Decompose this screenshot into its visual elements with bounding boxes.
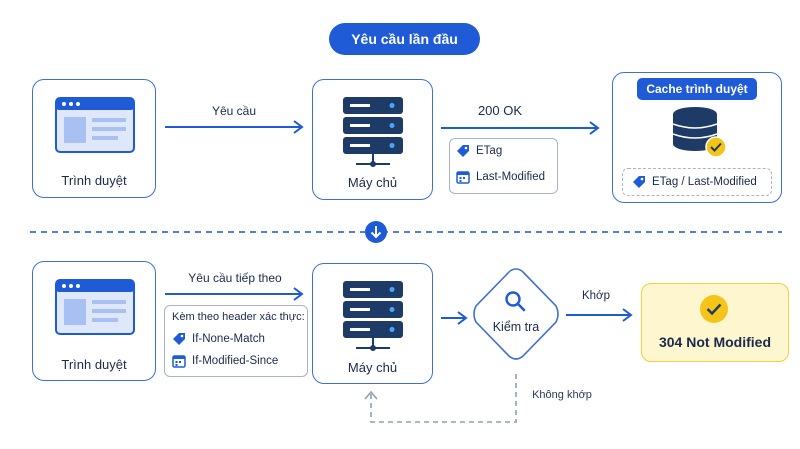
match-arrow <box>566 308 633 322</box>
browser-window-icon <box>55 279 135 335</box>
validation-headers-box <box>164 305 308 377</box>
next-request-label: Yêu cầu tiếp theo <box>188 271 282 285</box>
if-none-match-label: If-None-Match <box>192 333 265 345</box>
calendar-icon <box>172 355 186 368</box>
match-label: Khớp <box>581 290 610 302</box>
server-label-2: Máy chủ <box>347 360 398 375</box>
no-match-label: Không khớp <box>532 389 592 401</box>
tag-icon <box>173 333 185 345</box>
check-label: Kiểm tra <box>492 320 540 334</box>
response-label: 200 OK <box>477 103 523 118</box>
cache-title: Cache trình duyệt <box>637 78 757 100</box>
database-icon <box>672 107 718 151</box>
request-label: Yêu cầu <box>211 104 257 118</box>
check-diamond <box>473 268 559 360</box>
cache-entry-row: ETag / Last-Modified <box>632 175 757 189</box>
etag-header-row: ETag <box>456 144 502 158</box>
search-icon <box>505 291 526 312</box>
server-icon <box>343 281 403 351</box>
cache-entry-box <box>622 168 772 196</box>
etag-header-label: ETag <box>476 145 503 157</box>
server-label-1: Máy chủ <box>347 175 398 190</box>
no-match-return-path <box>364 374 517 423</box>
tag-icon <box>457 145 469 157</box>
validation-headers-title: Kèm theo header xác thực: <box>172 311 305 323</box>
browser-label-2: Trình duyệt <box>61 357 127 372</box>
browser-label-1: Trình duyệt <box>61 173 127 188</box>
to-check-arrow <box>441 311 468 325</box>
if-modified-since-label: If-Modified-Since <box>192 355 279 367</box>
next-request-arrow <box>165 287 304 301</box>
calendar-icon <box>456 171 470 184</box>
tag-icon <box>633 176 645 188</box>
check-icon <box>705 136 727 158</box>
section-divider <box>30 231 782 233</box>
if-modified-since-row: If-Modified-Since <box>172 354 278 368</box>
cache-entry-label: ETag / Last-Modified <box>652 176 757 188</box>
last-modified-header-label: Last-Modified <box>476 171 546 183</box>
browser-window-icon <box>55 97 135 153</box>
check-icon <box>700 295 728 323</box>
first-request-badge: Yêu cầu lần đầu <box>329 23 480 55</box>
server-icon <box>343 97 403 167</box>
request-arrow <box>165 120 304 134</box>
response-arrow <box>441 121 600 135</box>
result-label: 304 Not Modified <box>658 334 771 350</box>
last-modified-header-row: Last-Modified <box>456 170 545 184</box>
if-none-match-row: If-None-Match <box>172 332 265 346</box>
arrow-down-icon <box>365 221 387 243</box>
